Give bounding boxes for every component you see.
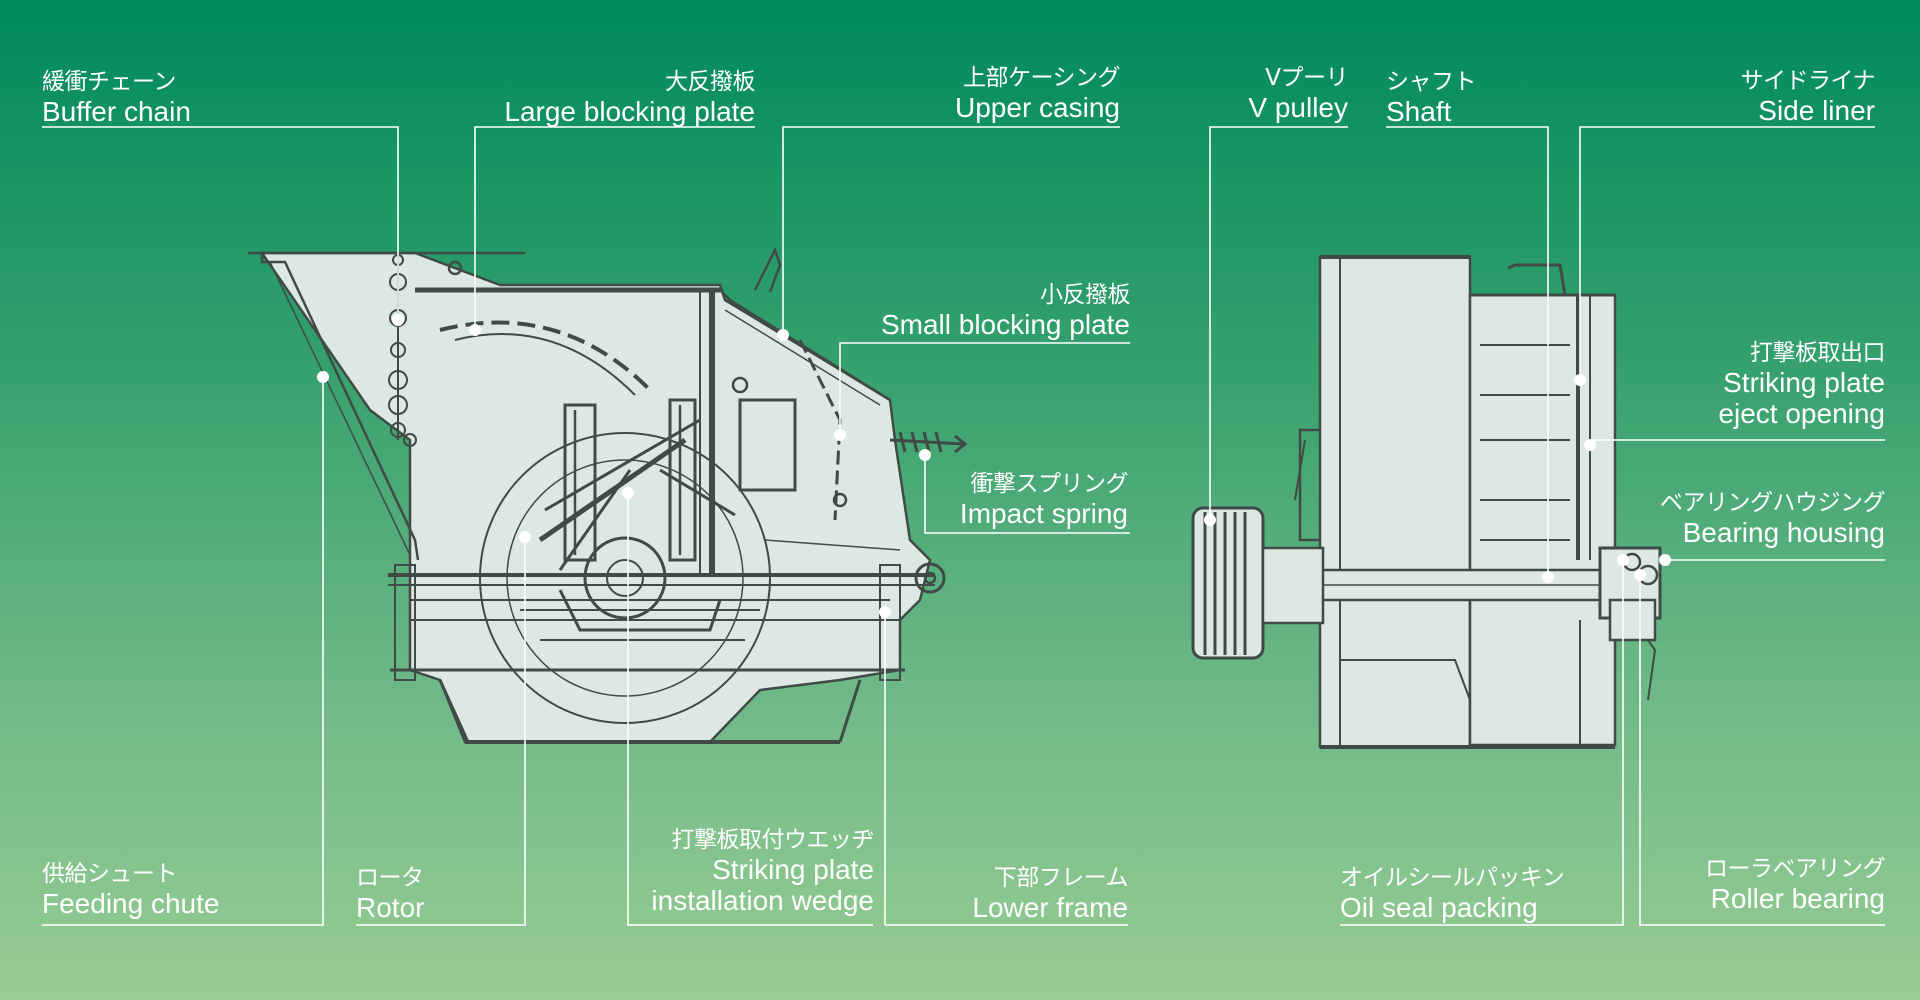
label-large-blocking-plate: 大反撥板 Large blocking plate [504,68,755,127]
shaft-jp: シャフト [1386,69,1477,95]
label-eject-opening: 打撃板取出口 Striking plate eject opening [1718,339,1885,429]
leader-lines [42,126,1885,926]
v-pulley-jp: Vプーリ [1265,65,1348,91]
label-shaft: シャフト Shaft [1386,68,1477,127]
label-impact-spring: 衝撃スプリング Impact spring [959,470,1129,529]
label-lower-frame: 下部フレーム Lower frame [972,864,1128,923]
striking-plate-wedge-en-2: installation wedge [651,885,874,916]
feeding-chute-en: Feeding chute [42,888,220,919]
crusher-housing [1318,255,1472,749]
crusher-front-view [1191,255,1662,749]
lower-frame-en: Lower frame [972,892,1128,923]
label-rotor: ロータ Rotor [356,864,424,923]
upper-casing-jp: 上部ケーシング [962,65,1121,91]
label-side-liner: サイドライナ Side liner [1740,67,1875,126]
side-liner-jp: サイドライナ [1740,68,1875,94]
bearing-housing-en: Bearing housing [1682,517,1885,548]
label-upper-casing: 上部ケーシング Upper casing [955,64,1120,123]
label-bearing-housing: ベアリングハウジング Bearing housing [1660,489,1886,548]
impact-spring-jp: 衝撃スプリング [970,471,1129,497]
label-small-blocking-plate: 小反撥板 Small blocking plate [880,281,1131,340]
label-v-pulley: Vプーリ V pulley [1248,64,1348,123]
small-blocking-plate-en: Small blocking plate [880,309,1130,340]
crusher-side-view [248,246,968,744]
striking-plate-wedge-en-1: Striking plate [712,854,874,885]
buffer-chain-jp: 緩衝チェーン [42,69,176,95]
feeding-chute-jp: 供給シュート [42,861,178,887]
oil-seal-packing-en: Oil seal packing [1340,892,1538,923]
eject-opening-jp: 打撃板取出口 [1750,340,1885,366]
bearing-assembly [1598,546,1662,701]
large-blocking-plate-jp: 大反撥板 [665,69,755,95]
eject-opening-en-1: Striking plate [1723,367,1885,398]
eject-opening-en-2: eject opening [1718,398,1885,429]
upper-casing-en: Upper casing [955,92,1120,123]
label-oil-seal-packing: オイルシールパッキン Oil seal packing [1340,864,1565,923]
v-pulley [1191,506,1325,660]
striking-plate-wedge-jp: 打撃板取付ウエッヂ [671,827,875,853]
small-blocking-plate-jp: 小反撥板 [1040,282,1131,308]
roller-bearing-jp: ローラベアリング [1705,856,1886,882]
impact-spring-en: Impact spring [959,498,1128,529]
rotor-en: Rotor [356,892,425,923]
side-liner-en: Side liner [1758,95,1875,126]
impact-spring [889,431,968,454]
buffer-chain-en: Buffer chain [42,96,191,127]
oil-seal-packing-jp: オイルシールパッキン [1340,865,1565,891]
bearing-housing-jp: ベアリングハウジング [1660,490,1886,516]
v-pulley-en: V pulley [1248,92,1348,123]
label-roller-bearing: ローラベアリング Roller bearing [1705,855,1886,914]
rotor-jp: ロータ [356,865,424,891]
shaft-en: Shaft [1386,96,1452,127]
label-buffer-chain: 緩衝チェーン Buffer chain [42,68,191,127]
large-blocking-plate-en: Large blocking plate [504,96,755,127]
leader-dots [317,314,1671,618]
label-striking-plate-wedge: 打撃板取付ウエッヂ Striking plate installation we… [651,826,874,916]
lower-frame-jp: 下部フレーム [993,865,1129,891]
rotor-outline [479,432,771,724]
roller-bearing-en: Roller bearing [1710,883,1885,914]
label-feeding-chute: 供給シュート Feeding chute [42,860,219,919]
